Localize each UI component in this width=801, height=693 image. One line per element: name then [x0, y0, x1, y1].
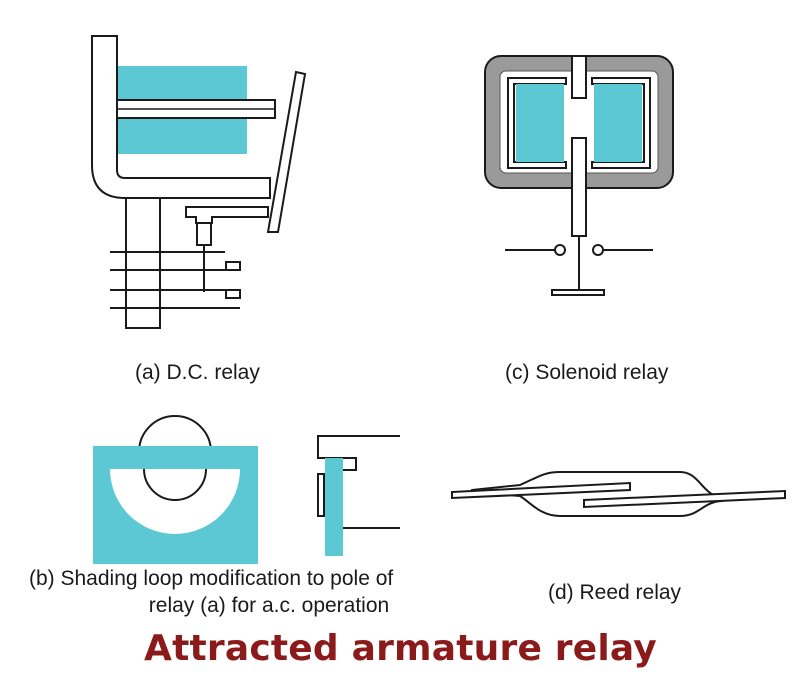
dc-relay-coil-upper [117, 66, 247, 102]
solenoid-coil-right [594, 84, 642, 162]
dc-relay-armature [266, 70, 307, 233]
caption-shading-loop-line1: (b) Shading loop modification to pole of [29, 567, 394, 590]
caption-solenoid-relay: (c) Solenoid relay [505, 361, 669, 384]
caption-reed-relay: (d) Reed relay [548, 581, 682, 604]
caption-shading-loop-line2: relay (a) for a.c. operation [148, 594, 390, 617]
shading-band-side [325, 458, 343, 556]
dc-relay-plunger [196, 222, 212, 246]
dc-relay-post [125, 197, 161, 329]
dc-relay-yoke [91, 35, 271, 199]
reed-blade-right [583, 489, 786, 509]
reed-blade-left [451, 481, 631, 500]
solenoid-fixed-core [571, 55, 587, 99]
reed-relay-diagram [451, 471, 786, 517]
dc-relay-coil-lower [117, 118, 247, 154]
solenoid-plunger [571, 137, 587, 237]
solenoid-contact-bar [551, 289, 605, 296]
shading-loop-diagram [93, 415, 400, 564]
caption-dc-relay: (a) D.C. relay [135, 361, 260, 384]
dc-relay-pusher [185, 206, 269, 224]
solenoid-coil-left [516, 84, 564, 162]
page-title: Attracted armature relay [144, 628, 657, 669]
shading-loop-cutout [110, 469, 240, 534]
dc-relay-diagram [91, 35, 307, 329]
solenoid-relay-diagram [484, 55, 674, 296]
